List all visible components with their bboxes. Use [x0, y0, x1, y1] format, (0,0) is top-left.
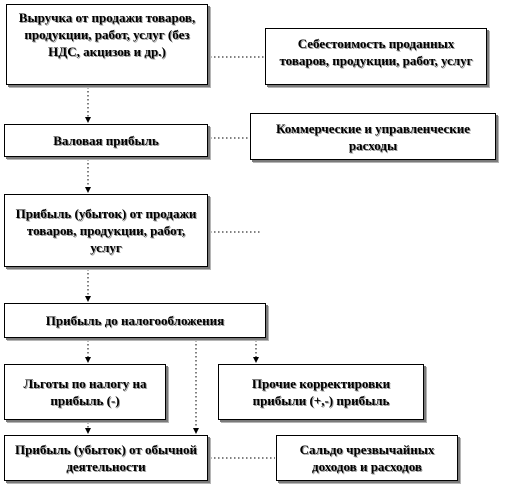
tax-benefits-box: Льготы по налогу на прибыль (-) [4, 364, 166, 420]
revenue-label: Выручка от продажи товаров, продукции, р… [18, 10, 196, 59]
commercial-expenses-label: Коммерческие и управленческие расходы [275, 120, 471, 153]
other-adjustments-box: Прочие корректировки прибыли (+,-) прибы… [218, 364, 424, 420]
other-adjustments-label: Прочие корректировки прибыли (+,-) прибы… [251, 376, 391, 408]
ordinary-profit-box: Прибыль (убыток) от обычной деятельности [4, 435, 208, 481]
emergency-balance-box: Сальдо чрезвычайных доходов и расходов [276, 435, 458, 481]
pretax-profit-label: Прибыль до налогообложения [45, 313, 225, 328]
tax-benefits-label: Льготы по налогу на прибыль (-) [23, 376, 147, 408]
pretax-profit-box: Прибыль до налогообложения [4, 303, 266, 338]
cost-of-sales-box: Себестоимость проданных товаров, продукц… [265, 28, 487, 85]
commercial-expenses-box: Коммерческие и управленческие расходы [250, 113, 496, 160]
emergency-balance-label: Сальдо чрезвычайных доходов и расходов [299, 442, 435, 474]
sales-profit-label: Прибыль (убыток) от продажи товаров, про… [15, 206, 197, 255]
revenue-box: Выручка от продажи товаров, продукции, р… [6, 4, 208, 85]
cost-of-sales-label: Себестоимость проданных товаров, продукц… [279, 36, 473, 68]
gross-profit-label: Валовая прибыль [53, 133, 159, 148]
gross-profit-box: Валовая прибыль [4, 124, 208, 157]
ordinary-profit-label: Прибыль (убыток) от обычной деятельности [15, 442, 197, 474]
sales-profit-box: Прибыль (убыток) от продажи товаров, про… [4, 194, 208, 267]
